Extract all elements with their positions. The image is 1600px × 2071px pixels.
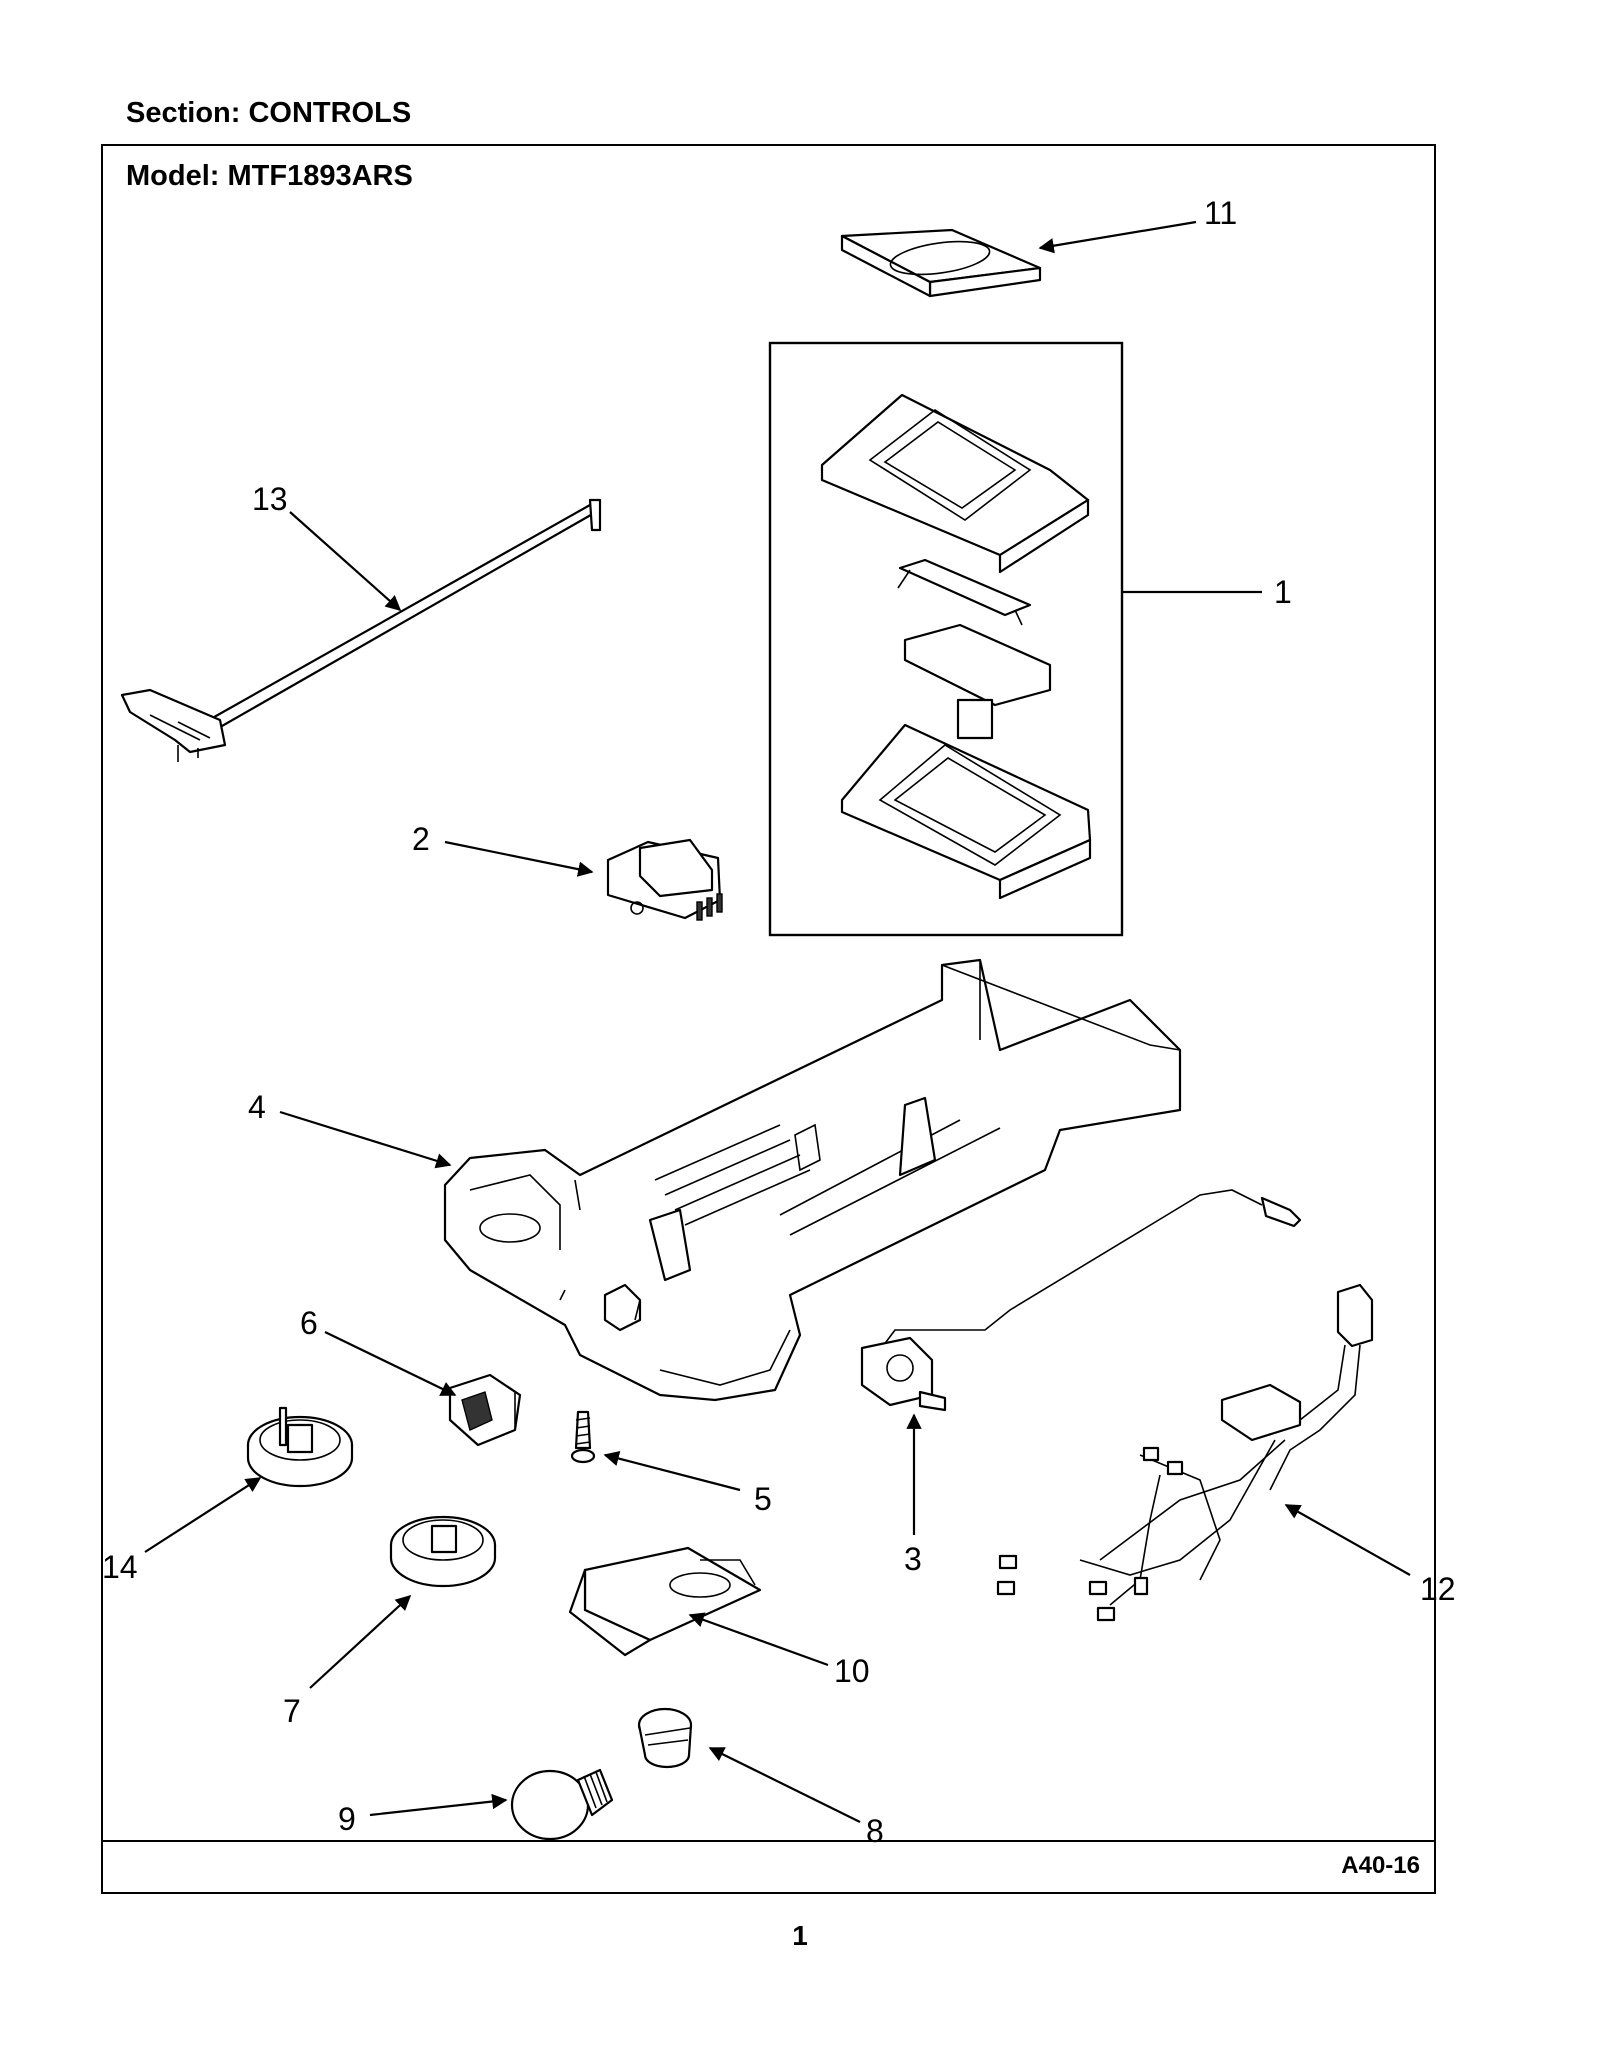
leader-13 [289, 511, 402, 612]
leader-6 [324, 1331, 457, 1396]
leader-4 [279, 1110, 452, 1169]
part-14-knob [246, 1406, 354, 1488]
callout-14: 14 [102, 1549, 138, 1585]
part-9-light-bulb [510, 1768, 614, 1841]
part-5-screw [570, 1410, 596, 1464]
part-13-control-rod [120, 498, 602, 762]
callout-4: 4 [248, 1089, 266, 1125]
callout-10: 10 [834, 1653, 870, 1689]
part-1-control-assembly [768, 341, 1124, 937]
part-3-thermostat [860, 1189, 1302, 1412]
callout-13: 13 [252, 481, 288, 517]
callout-6: 6 [300, 1305, 318, 1341]
footer-rule [101, 1840, 1436, 1842]
leader-12 [1284, 1504, 1411, 1576]
part-6-switch [448, 1373, 522, 1447]
diagram-code: A40-16 [1341, 1852, 1420, 1879]
leader-11 [1038, 220, 1197, 254]
leader-7 [309, 1594, 412, 1689]
callout-3: 3 [904, 1541, 922, 1577]
callout-2: 2 [412, 821, 430, 857]
part-7-knob [389, 1515, 497, 1588]
leader-8 [708, 1747, 861, 1823]
leader-2 [444, 840, 594, 877]
callout-12: 12 [1420, 1571, 1456, 1607]
leader-14 [144, 1477, 262, 1553]
leader-9 [369, 1793, 508, 1817]
part-11-gasket [840, 228, 1042, 298]
part-8-bulb-socket [637, 1707, 693, 1769]
part-4-control-housing [443, 958, 1182, 1402]
callout-1: 1 [1274, 574, 1292, 610]
diagram-frame [101, 144, 1436, 1894]
page-number: 1 [792, 1920, 808, 1951]
leader-5 [603, 1451, 741, 1492]
callout-11: 11 [1204, 195, 1237, 231]
callout-9: 9 [338, 1801, 356, 1837]
part-10-light-shield [568, 1546, 762, 1657]
part-12-wire-harness [996, 1283, 1374, 1622]
callout-8: 8 [866, 1813, 884, 1849]
callout-5: 5 [754, 1481, 772, 1517]
callout-7: 7 [283, 1693, 301, 1729]
model-title: Model: MTF1893ARS [126, 160, 413, 192]
leader-10 [688, 1612, 829, 1667]
part-2-defrost-timer [606, 838, 723, 921]
section-title: Section: CONTROLS [126, 97, 412, 129]
